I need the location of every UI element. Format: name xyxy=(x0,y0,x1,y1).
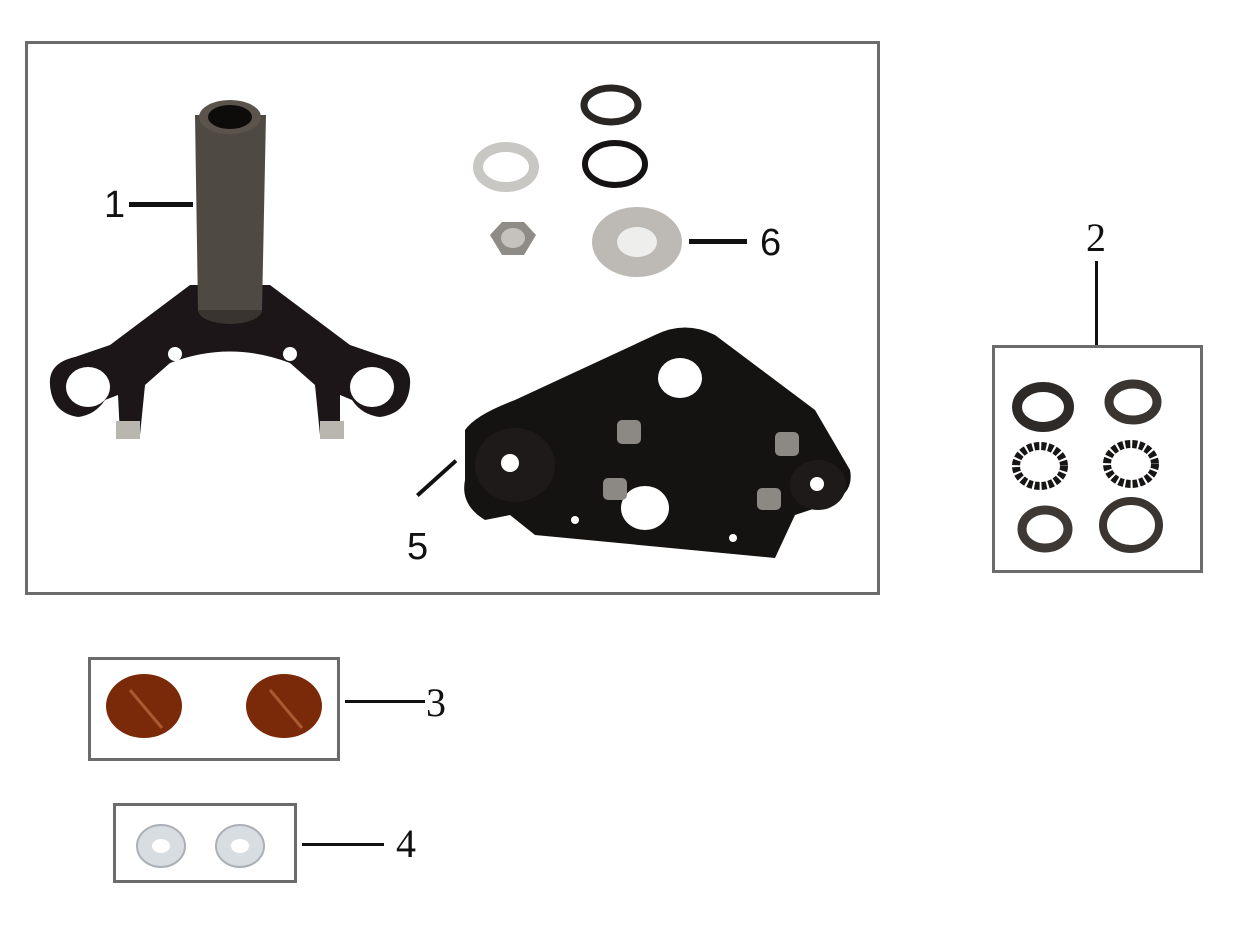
callout-label-2: 2 xyxy=(1086,215,1106,260)
leader-line-1 xyxy=(129,202,193,207)
callout-label-6: 6 xyxy=(760,222,782,264)
steering-stem-part xyxy=(49,100,411,439)
hardware-set-part xyxy=(473,84,682,277)
callout-label-4: 4 xyxy=(396,821,416,866)
lower-triple-clamp-part xyxy=(464,327,851,558)
bearing-set-frame xyxy=(992,345,1203,573)
callout-label-3: 3 xyxy=(426,680,446,725)
callout-label-5: 5 xyxy=(407,526,429,568)
reflector-pair-part xyxy=(106,674,322,738)
leader-line-4 xyxy=(302,843,384,846)
washer-pair-part xyxy=(136,824,265,868)
leader-line-2 xyxy=(1095,261,1098,346)
bearing-set-part xyxy=(1012,379,1163,553)
leader-line-6 xyxy=(689,239,747,244)
leader-line-3 xyxy=(345,700,425,703)
callout-label-1: 1 xyxy=(104,184,126,226)
